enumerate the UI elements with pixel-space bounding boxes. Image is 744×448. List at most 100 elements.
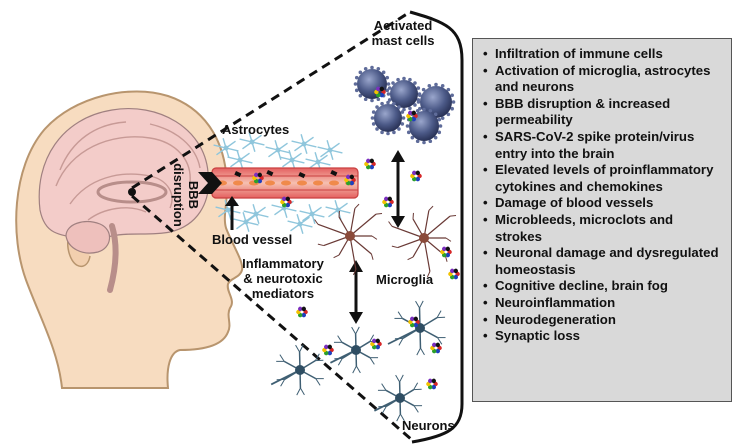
astrocyte-body — [237, 157, 243, 163]
mast-cell-granule — [413, 103, 417, 107]
mediator-dot — [445, 246, 450, 252]
red-blood-cell — [281, 180, 291, 186]
mast-cell — [405, 107, 443, 145]
microglia-process — [423, 215, 451, 239]
neuron-body — [351, 345, 361, 355]
microglia-branch — [333, 254, 340, 259]
microglia-label: Microglia — [376, 272, 434, 287]
mast-cell-granule — [400, 110, 405, 114]
microglia-body — [419, 233, 429, 243]
astrocyte — [287, 214, 313, 234]
mediator-dot — [254, 172, 259, 178]
mediator-dot — [408, 110, 413, 116]
neuron-branch — [420, 347, 425, 356]
mast-cell-granule — [354, 88, 359, 93]
astrocyte — [317, 140, 343, 160]
mediator-cluster — [408, 316, 420, 328]
mast-cell-granule — [386, 82, 391, 86]
microglia-branch — [407, 256, 414, 261]
effect-item: Cognitive decline, brain fog — [483, 278, 723, 295]
mast-cell-granule — [408, 106, 412, 111]
neuron-branch — [381, 406, 387, 414]
mediator-dot — [285, 196, 290, 202]
mast-microglia-arrow — [391, 150, 405, 228]
microglia-process — [349, 213, 377, 237]
mediator-dot — [410, 316, 415, 322]
mediator-dot — [369, 158, 374, 164]
microglia-branch — [428, 205, 434, 211]
neuron-branch — [399, 413, 405, 422]
neuron-branch — [279, 354, 285, 362]
mediator-dot — [413, 316, 418, 322]
mediator-dot — [384, 196, 389, 202]
mediator-dot — [411, 116, 416, 122]
mast-cell-granule — [385, 88, 390, 93]
mast-cell-granule — [397, 105, 401, 109]
mediator-dot — [379, 86, 384, 92]
bbb-label-line2: disruption — [171, 163, 186, 227]
neuron-axon — [270, 369, 301, 386]
mediator-dot — [415, 170, 420, 176]
mast-cell-granule — [386, 92, 391, 96]
mediator-cluster — [382, 196, 394, 208]
mast-cell-granule — [416, 86, 421, 90]
mediator-dot — [346, 174, 351, 180]
blood-vessel-label: Blood vessel — [212, 232, 293, 247]
mast-cell-granule — [385, 75, 390, 80]
bbb-label-line1: BBB — [186, 180, 201, 210]
microglia-process — [317, 223, 351, 237]
astrocyte — [299, 204, 325, 224]
microglia-process — [349, 235, 357, 270]
astrocyte — [213, 138, 239, 158]
mediator-dot — [445, 252, 450, 258]
effect-item: Damage of blood vessels — [483, 195, 723, 212]
neuron-branch — [399, 374, 404, 383]
neuron-branch — [315, 378, 321, 386]
brain-focus-point — [128, 188, 136, 196]
mediator-dot — [387, 202, 392, 208]
mediator-dot — [282, 196, 287, 202]
neuron-branch — [369, 357, 375, 365]
mediator-dot — [327, 350, 332, 356]
mast-cell-granule — [451, 100, 456, 104]
brain-outline — [38, 108, 210, 239]
mast-cell-granule — [387, 98, 392, 102]
astrocyte — [279, 150, 305, 170]
mediator-dot — [327, 344, 332, 350]
neuron-branch — [337, 358, 343, 366]
blood-vessel — [211, 167, 359, 199]
mast-cell-granule — [380, 130, 384, 135]
mediator-dot — [413, 322, 418, 328]
neuron-branch — [413, 382, 419, 390]
mast-cell-granule — [371, 122, 376, 126]
neuron-body — [295, 365, 305, 375]
vessel-gap — [266, 169, 274, 177]
microglia-branch — [445, 237, 452, 242]
microglia-branch — [371, 235, 378, 240]
mast-cell — [353, 65, 391, 103]
mast-cell-granule — [375, 105, 379, 109]
mast-cell-granule — [428, 139, 433, 144]
zoom-lines — [131, 10, 413, 442]
microglia-branch — [354, 203, 360, 209]
microglia-branch — [426, 271, 431, 278]
mast-cell-granule — [415, 139, 420, 144]
neuron-branch — [369, 334, 375, 342]
mediator-dot — [450, 268, 455, 274]
mast-cell-granule — [405, 124, 410, 128]
mediator-dot — [301, 306, 306, 312]
neuron-branch — [299, 344, 304, 353]
neuron-branch — [295, 344, 301, 353]
effects-panel: Infiltration of immune cellsActivation o… — [472, 38, 732, 402]
neuron-branch — [299, 387, 305, 396]
microglia-neuron-arrow — [349, 260, 363, 324]
mast-cell-body — [409, 111, 439, 141]
microglia-branch — [352, 269, 357, 276]
effects-list: Infiltration of immune cellsActivation o… — [481, 46, 723, 345]
mast-cell-granule — [428, 108, 433, 113]
mast-cell-granule — [408, 77, 412, 82]
mediator-cluster — [448, 268, 460, 280]
mast-cell-granule — [418, 93, 422, 98]
mast-cell-granule — [354, 75, 359, 80]
astrocyte — [325, 200, 351, 220]
